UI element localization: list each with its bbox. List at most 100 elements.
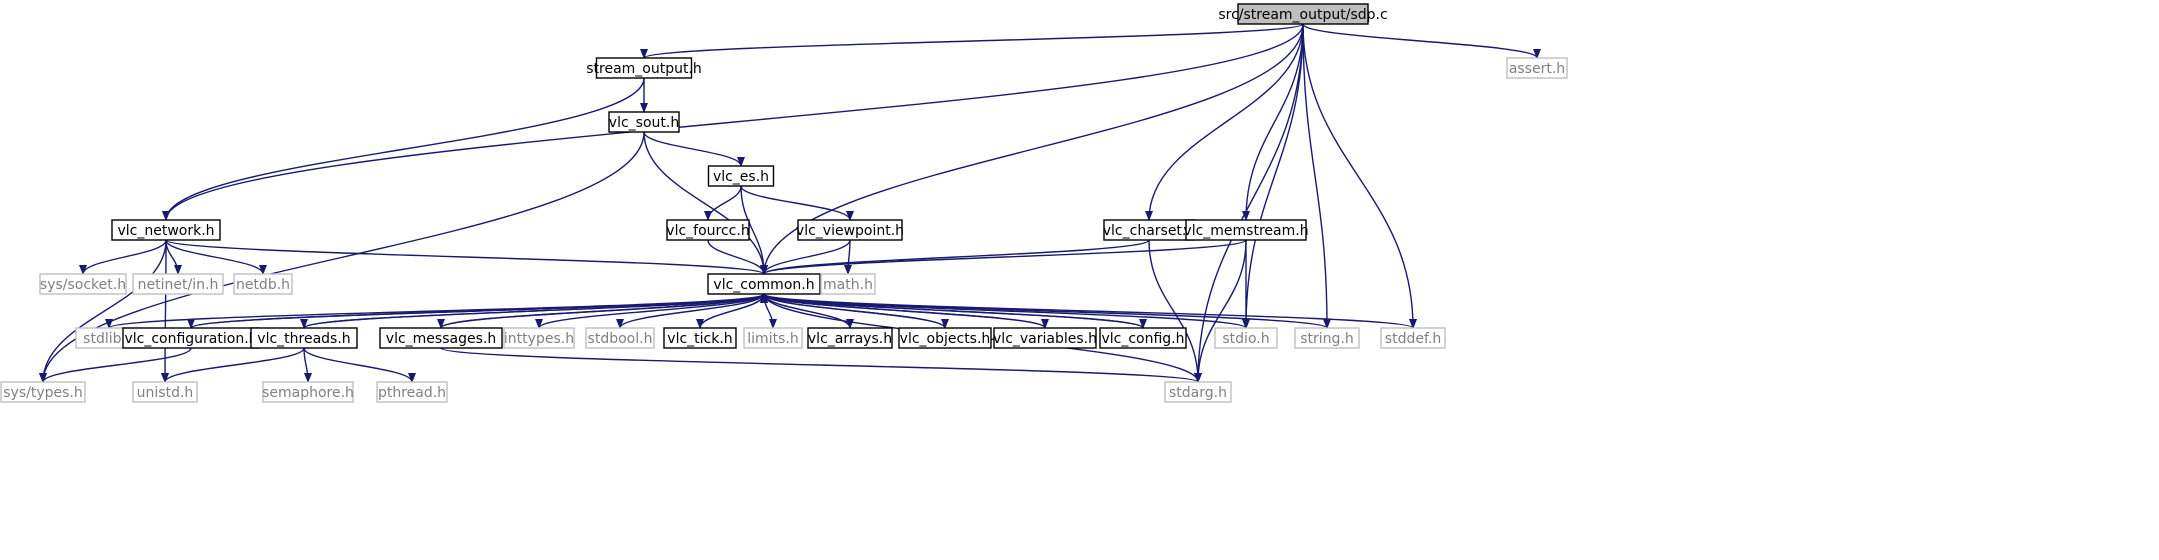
node-vlc-charset[interactable]: vlc_charset.h [1103,219,1196,241]
node-label: vlc_network.h [117,223,214,239]
node-vlc-tick[interactable]: vlc_tick.h [663,327,737,349]
node-box [132,381,198,403]
node-semaphore: semaphore.h [262,381,354,403]
node-label: semaphore.h [262,385,354,401]
edge-vlc-configuration-to-vlc-common [190,293,768,329]
node-vlc-messages[interactable]: vlc_messages.h [379,327,503,349]
edge-sdp-to-stdarg [1194,23,1304,383]
node-vlc-network[interactable]: vlc_network.h [111,219,221,241]
node-label: stddef.h [1385,331,1441,347]
node-stddef: stddef.h [1380,327,1446,349]
node-label: vlc_arrays.h [808,331,892,347]
edge-vlc-es-to-vlc-viewpoint [740,185,854,221]
node-netinet-in: netinet/in.h [132,273,224,295]
node-vlc-viewpoint[interactable]: vlc_viewpoint.h [796,219,904,241]
node-box [379,327,503,349]
node-pthread: pthread.h [376,381,448,403]
node-box [993,327,1097,349]
node-label: vlc_viewpoint.h [796,223,904,239]
edge-sdp-to-vlc-network [162,23,1304,221]
node-box [1237,3,1369,25]
edge-vlc-threads-to-semaphore [303,347,312,383]
node-stream-output[interactable]: stream_output.h [586,57,702,79]
node-box [820,273,876,295]
node-sys-types: sys/types.h [0,381,86,403]
edge-vlc-network-to-netinet-in [165,239,182,275]
node-label: vlc_common.h [713,277,814,293]
node-vlc-threads[interactable]: vlc_threads.h [250,327,358,349]
node-label: stdbool.h [588,331,653,347]
node-netdb: netdb.h [233,273,293,295]
node-label: vlc_memstream.h [1183,223,1308,239]
edge-vlc-common-to-inttypes [535,293,765,329]
node-label: limits.h [747,331,798,347]
node-vlc-sout[interactable]: vlc_sout.h [608,111,680,133]
node-label: vlc_objects.h [900,331,991,347]
node-sys-socket: sys/socket.h [39,273,127,295]
node-box [807,327,893,349]
node-vlc-config[interactable]: vlc_config.h [1099,327,1187,349]
edge-vlc-viewpoint-to-math [844,239,853,275]
edge-sdp-to-vlc-memstream [1242,23,1304,221]
node-vlc-configuration[interactable]: vlc_configuration.h [122,327,260,349]
node-vlc-fourcc[interactable]: vlc_fourcc.h [666,219,750,241]
node-box [585,327,655,349]
node-box [233,273,293,295]
edge-vlc-es-to-vlc-common [740,185,768,275]
node-box [1380,327,1446,349]
node-vlc-common[interactable]: vlc_common.h [707,273,821,295]
node-box [376,381,448,403]
edge-sdp-to-assert [1302,23,1541,59]
node-label: vlc_configuration.h [124,331,257,347]
node-box [39,273,127,295]
node-label: vlc_variables.h [993,331,1097,347]
node-limits: limits.h [743,327,803,349]
node-box [666,219,750,241]
node-box [1164,381,1232,403]
edge-vlc-network-to-sys-socket [79,239,167,275]
node-box [262,381,354,403]
node-box [663,327,737,349]
node-label: stdlib.h [83,331,135,347]
node-box [743,327,803,349]
node-box [1214,327,1278,349]
node-label: sys/socket.h [40,277,126,293]
node-box [111,219,221,241]
edge-vlc-threads-to-unistd [161,347,305,383]
node-vlc-objects[interactable]: vlc_objects.h [898,327,992,349]
nodes: src/stream_output/sdp.c stream_output.h as… [0,3,1568,403]
node-label: assert.h [1509,61,1565,77]
node-box [1185,219,1307,241]
node-label: vlc_config.h [1101,331,1184,347]
edge-vlc-network-to-netdb [165,239,267,275]
node-box [707,165,775,187]
node-box [0,381,86,403]
node-label: stdio.h [1222,331,1269,347]
node-inttypes: inttypes.h [503,327,575,349]
node-math: math.h [820,273,876,295]
node-vlc-variables[interactable]: vlc_variables.h [993,327,1097,349]
edge-sdp-to-vlc-charset [1145,23,1304,221]
node-vlc-memstream[interactable]: vlc_memstream.h [1183,219,1309,241]
edge-vlc-variables-to-vlc-common [760,293,1046,329]
node-box [797,219,903,241]
edge-vlc-network-to-sys-types [39,239,167,383]
edge-sdp-to-stream-output [640,23,1304,59]
edge-vlc-threads-to-pthread [303,347,416,383]
node-box [707,273,821,295]
node-sdp[interactable]: src/stream_output/sdp.c [1218,3,1388,25]
edge-vlc-charset-to-stdarg [1148,239,1202,383]
edge-sdp-to-vlc-common [760,23,1304,275]
node-vlc-es[interactable]: vlc_es.h [707,165,775,187]
edge-vlc-config-to-vlc-common [760,293,1144,329]
node-label: src/stream_output/sdp.c [1218,7,1387,23]
node-label: vlc_messages.h [386,331,496,347]
edge-vlc-messages-to-vlc-common [440,293,768,329]
node-label: stdarg.h [1169,385,1227,401]
node-unistd: unistd.h [132,381,198,403]
node-label: pthread.h [378,385,446,401]
edge-vlc-charset-to-vlc-common [760,239,1150,275]
node-label: math.h [823,277,873,293]
node-vlc-arrays[interactable]: vlc_arrays.h [807,327,893,349]
